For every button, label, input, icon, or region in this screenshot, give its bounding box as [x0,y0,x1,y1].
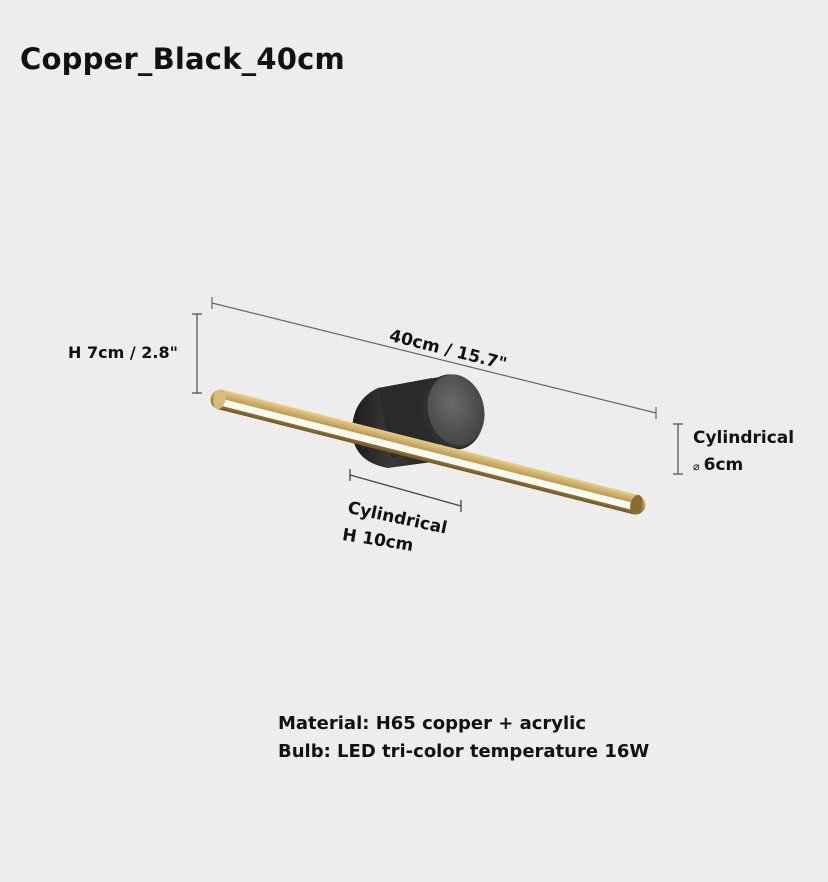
diameter-icon: ⌀ [693,460,700,473]
side-size-label: 6cm [703,455,744,475]
height-label: H 7cm / 2.8" [68,343,178,362]
spec-list: Material: H65 copper + acrylic Bulb: LED… [278,710,649,766]
diameter-dimension-line [673,423,683,475]
base-dimension-line [349,469,462,512]
side-size-row: ⌀6cm [693,455,743,475]
product-title: Copper_Black_40cm [20,42,345,76]
side-shape-label: Cylindrical [693,428,795,448]
length-dimension-line [211,297,657,419]
height-dimension-line [192,313,202,394]
material-spec: Material: H65 copper + acrylic [278,713,587,734]
light-bar [210,389,646,515]
bulb-spec: Bulb: LED tri-color temperature 16W [278,741,650,762]
